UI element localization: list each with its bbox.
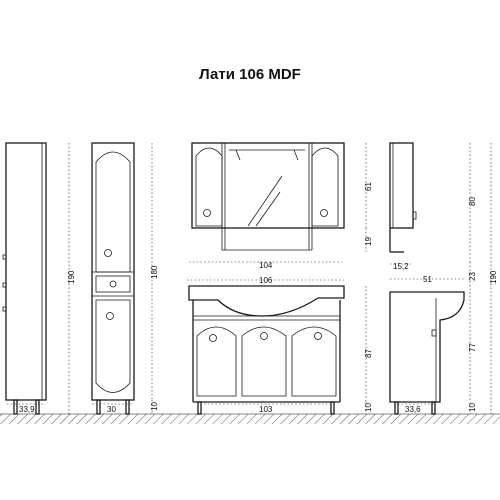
dim-vanity-side-body: 77 bbox=[468, 343, 477, 352]
dim-washbasin-width: 106 bbox=[259, 276, 273, 285]
dim-mirror-shelf: 19 bbox=[364, 237, 373, 246]
dim-mirror-width: 104 bbox=[259, 261, 273, 270]
dim-vanity-height: 87 bbox=[364, 349, 373, 358]
dim-mirror-side-depth: 15,2 bbox=[393, 262, 409, 271]
dim-tall-front-legs: 10 bbox=[150, 402, 159, 411]
dim-vanity-side-legs: 10 bbox=[468, 403, 477, 412]
dim-tall-side-height: 190 bbox=[67, 270, 76, 284]
vanity-front-view bbox=[187, 279, 367, 415]
dim-tall-side-depth: 33,9 bbox=[19, 405, 35, 414]
page-title: Лати 106 MDF bbox=[199, 66, 301, 83]
mirror-cabinet-side-view bbox=[389, 142, 471, 265]
tall-cabinet-front-view bbox=[91, 142, 153, 415]
dim-vanity-width: 103 bbox=[259, 405, 273, 414]
floor bbox=[0, 413, 500, 424]
tall-cabinet-side-view bbox=[2, 142, 70, 415]
dim-vanity-side-top: 23 bbox=[468, 272, 477, 281]
dim-tall-front-width: 30 bbox=[107, 405, 116, 414]
dim-vanity-legs: 10 bbox=[364, 403, 373, 412]
dim-overall-height: 190 bbox=[489, 270, 498, 284]
dim-tall-front-height: 180 bbox=[150, 265, 159, 279]
dim-mirror-height: 61 bbox=[364, 182, 373, 191]
mirror-dimension-lines bbox=[189, 143, 367, 263]
vanity-side-view bbox=[389, 143, 492, 415]
mirror-cabinet-front-view bbox=[191, 142, 345, 251]
dim-vanity-side-base: 33,6 bbox=[405, 405, 421, 414]
dim-mirror-side-height: 80 bbox=[468, 197, 477, 206]
dim-vanity-side-depth: 51 bbox=[423, 275, 432, 284]
